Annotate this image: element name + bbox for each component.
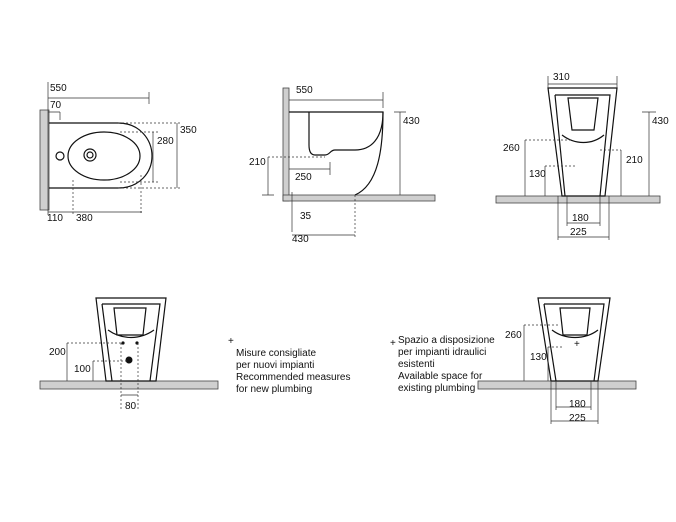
dim-430: 430: [652, 116, 669, 127]
bidet-front: [95, 297, 167, 382]
note-line: for new plumbing: [236, 384, 312, 395]
note-line: existing plumbing: [398, 383, 475, 394]
plus-marker-icon: +: [390, 338, 396, 349]
dim-80: 80: [125, 401, 137, 412]
dim-35: 35: [300, 211, 312, 222]
dim-180: 180: [572, 213, 589, 224]
floor: [282, 194, 436, 202]
legend-new: + Misure consigliate per nuovi impianti …: [228, 336, 351, 395]
note-line: per impianti idraulici: [398, 347, 486, 358]
dim-225: 225: [570, 227, 587, 238]
side-view: 550 430 210 250 35 430: [249, 85, 436, 245]
dim-430: 430: [403, 116, 420, 127]
plus-marker-icon: +: [574, 339, 580, 350]
dim-350: 350: [180, 125, 197, 136]
note-line: esistenti: [398, 359, 435, 370]
floor: [477, 380, 637, 390]
dim-70: 70: [50, 100, 62, 111]
dim-130: 130: [530, 352, 547, 363]
wall: [39, 109, 50, 211]
note-line: per nuovi impianti: [236, 360, 314, 371]
dim-180: 180: [569, 399, 586, 410]
supply-point: [121, 341, 125, 345]
dim-280: 280: [157, 136, 174, 147]
dim-210: 210: [626, 155, 643, 166]
dim-310: 310: [553, 72, 570, 83]
dim-210: 210: [249, 157, 266, 168]
wall: [282, 87, 290, 202]
note-line: Spazio a disposizione: [398, 335, 495, 346]
floor: [39, 380, 219, 390]
bidet-front: [547, 87, 618, 197]
dim-250: 250: [295, 172, 312, 183]
note-line: Available space for: [398, 371, 483, 382]
bowl-profile: [289, 111, 384, 156]
floor: [495, 195, 661, 204]
dim-260: 260: [505, 330, 522, 341]
new-plumbing-view: 200 100 80: [39, 297, 219, 412]
drain: [83, 148, 97, 162]
dim-110: 110: [47, 213, 63, 224]
bidet-body: [354, 111, 384, 196]
plus-marker-icon: +: [228, 336, 234, 347]
dim-380: 380: [76, 213, 93, 224]
note-line: Misure consigliate: [236, 348, 316, 359]
dim-430-floor: 430: [292, 234, 309, 245]
dim-200: 200: [49, 347, 66, 358]
dim-550: 550: [50, 83, 67, 94]
dim-225: 225: [569, 413, 586, 424]
dim-260: 260: [503, 143, 520, 154]
dim-550: 550: [296, 85, 313, 96]
front-view: 310 430 260 210 130 180 225: [495, 72, 669, 240]
bowl: [67, 131, 141, 181]
top-view: 550 70 350 280 110 380: [39, 82, 197, 224]
dim-130: 130: [529, 169, 546, 180]
legend-existing: + Spazio a disposizione per impianti idr…: [390, 335, 495, 394]
drain-point: [125, 356, 133, 364]
dim-100: 100: [74, 364, 91, 375]
note-line: Recommended measures: [236, 372, 351, 383]
tap-hole: [55, 151, 65, 161]
bidet-outline: [49, 122, 153, 189]
existing-plumbing-view: + 260 130 180 225: [477, 297, 637, 424]
